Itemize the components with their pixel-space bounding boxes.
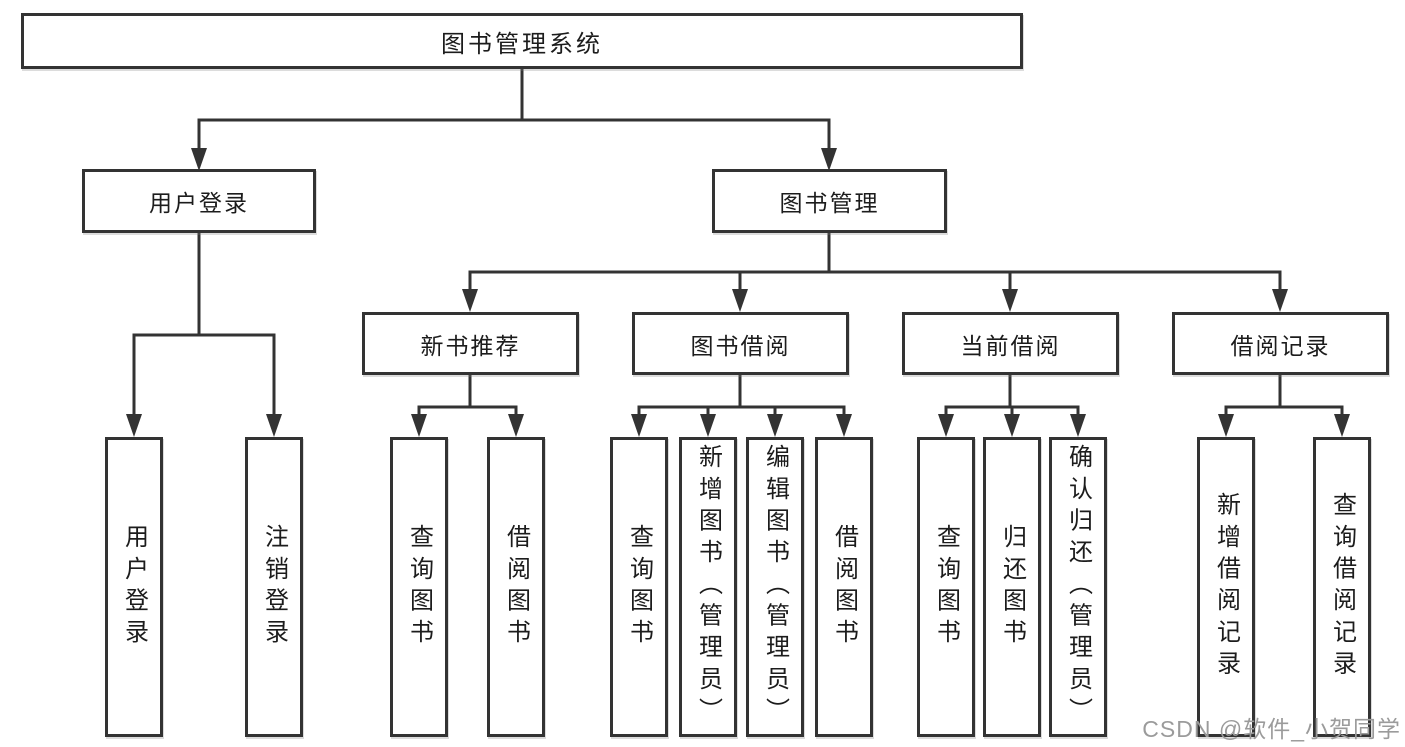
leaf-borrow-books: 借阅图书	[815, 437, 873, 737]
connector-current-leaves	[944, 373, 1080, 420]
leaf-query-books-current: 查询图书	[917, 437, 975, 737]
leaf-borrow-books-recommend: 借阅图书	[487, 437, 545, 737]
leaf-add-book-admin: 新增图书（管理员）	[679, 437, 737, 737]
leaf-edit-book-admin: 编辑图书（管理员）	[746, 437, 804, 737]
leaf-edit-book-admin-label: 编辑图书（管理员）	[761, 444, 789, 730]
leaf-add-borrow-record: 新增借阅记录	[1197, 437, 1255, 737]
leaf-logout-label: 注销登录	[260, 523, 288, 651]
connector-records-leaves	[1224, 373, 1344, 420]
node-borrow-records-label: 借阅记录	[1230, 332, 1331, 359]
leaf-confirm-return-admin-label: 确认归还（管理员）	[1064, 444, 1092, 730]
leaf-add-borrow-record-label: 新增借阅记录	[1212, 491, 1240, 683]
connector-borrow-leaves	[637, 373, 846, 420]
leaf-query-books-borrow-label: 查询图书	[625, 523, 653, 651]
leaf-return-book-label: 归还图书	[998, 523, 1026, 651]
connector-root-to-level2	[197, 67, 831, 154]
leaf-borrow-books-label: 借阅图书	[830, 523, 858, 651]
leaf-query-books-recommend-label: 查询图书	[405, 523, 433, 651]
node-library-management-system-label: 图书管理系统	[441, 30, 603, 58]
node-current-borrow-label: 当前借阅	[960, 332, 1061, 359]
leaf-add-book-admin-label: 新增图书（管理员）	[694, 444, 722, 730]
leaf-borrow-books-recommend-label: 借阅图书	[502, 523, 530, 651]
node-new-book-recommend: 新书推荐	[362, 312, 579, 375]
node-library-management-system: 图书管理系统	[21, 13, 1023, 69]
node-book-borrow-label: 图书借阅	[690, 332, 791, 359]
node-borrow-records: 借阅记录	[1172, 312, 1389, 375]
leaf-user-login: 用户登录	[105, 437, 163, 737]
connector-recommend-leaves	[417, 373, 518, 420]
node-current-borrow: 当前借阅	[902, 312, 1119, 375]
leaf-query-books-current-label: 查询图书	[932, 523, 960, 651]
leaf-confirm-return-admin: 确认归还（管理员）	[1049, 437, 1107, 737]
node-new-book-recommend-label: 新书推荐	[420, 332, 521, 359]
node-user-login-label: 用户登录	[149, 190, 249, 216]
node-book-management-label: 图书管理	[779, 190, 880, 216]
leaf-logout: 注销登录	[245, 437, 303, 737]
connector-management-branch	[468, 231, 1282, 295]
node-book-management: 图书管理	[712, 169, 947, 233]
leaf-query-books-borrow: 查询图书	[610, 437, 668, 737]
connector-login-branch	[132, 231, 276, 420]
leaf-query-books-recommend: 查询图书	[390, 437, 448, 737]
watermark: CSDN @软件_小贺同学	[1142, 716, 1401, 742]
leaf-return-book: 归还图书	[983, 437, 1041, 737]
leaf-query-borrow-record-label: 查询借阅记录	[1328, 491, 1356, 683]
leaf-user-login-label: 用户登录	[120, 523, 148, 651]
node-user-login: 用户登录	[82, 169, 316, 233]
node-book-borrow: 图书借阅	[632, 312, 849, 375]
leaf-query-borrow-record: 查询借阅记录	[1313, 437, 1371, 737]
